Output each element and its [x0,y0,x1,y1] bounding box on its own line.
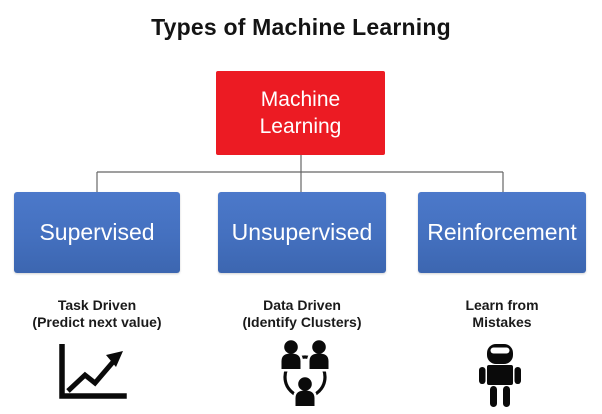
page-title: Types of Machine Learning [151,14,451,40]
branch-node-label: Unsupervised [231,219,373,245]
caption-reinforcement: Learn from Mistakes [397,297,602,331]
caption-line: Data Driven [263,297,341,313]
branch-node-label: Reinforcement [427,219,577,245]
caption-line: (Predict next value) [32,313,162,330]
root-node-machine-learning: Machine Learning [216,71,385,155]
caption-line: (Identify Clusters) [242,313,362,330]
caption-line: Mistakes [472,313,532,330]
caption-line: Task Driven [57,297,137,313]
branch-node-supervised: Supervised [14,192,180,273]
root-node-label: Machine Learning [259,87,342,138]
robot-icon [477,344,523,413]
line-chart-icon [54,343,128,407]
caption-line: Learn from [465,297,539,313]
branch-node-label: Supervised [39,219,155,245]
caption-supervised: Task Driven (Predict next value) [0,297,202,331]
caption-unsupervised: Data Driven (Identify Clusters) [197,297,407,331]
people-cluster-icon [268,340,342,414]
branch-node-reinforcement: Reinforcement [418,192,586,273]
branch-node-unsupervised: Unsupervised [218,192,386,273]
